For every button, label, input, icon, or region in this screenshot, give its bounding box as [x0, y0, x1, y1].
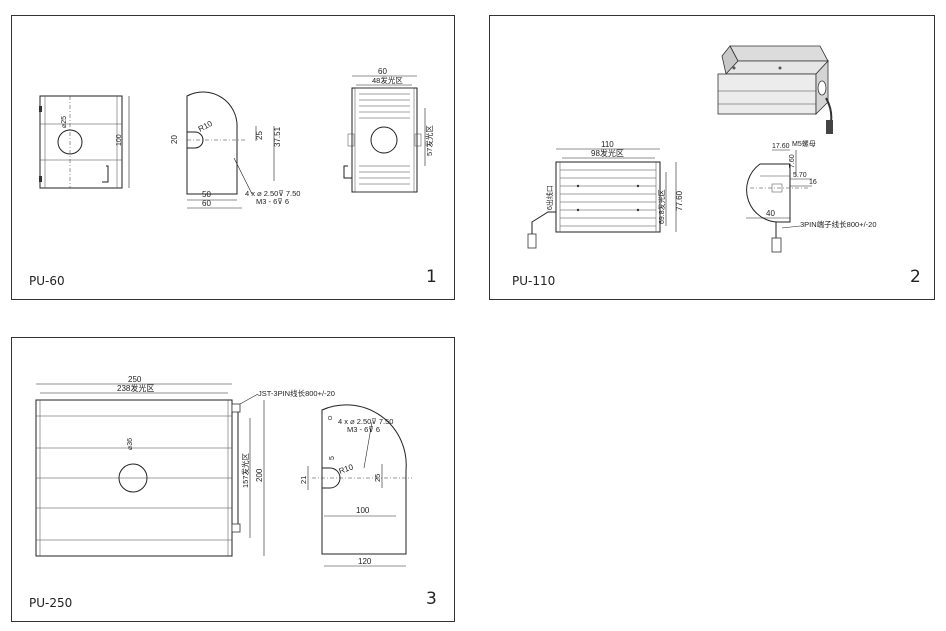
pu250-cable-length: JST-3PIN线长800+/-20 — [258, 388, 335, 398]
pu110-cable-length: 3PIN端子线长800+/-20 — [800, 219, 877, 229]
panel-number-3: 3 — [426, 589, 437, 609]
pu60-base-outer: 60 — [202, 199, 211, 208]
pu60-profile-height: 37.51 — [273, 126, 282, 147]
pu60-radius: R10 — [197, 119, 215, 134]
pu60-emit-width: 48发光区 — [372, 75, 403, 85]
pu250-hole-dia: ⌀36 — [127, 438, 134, 450]
drawing-panel-pu110: 110 98发光区 6出线口 69.8发光区 77.60 — [489, 15, 935, 300]
pu60-base-inner: 50 — [202, 190, 211, 199]
model-label-pu250: PU-250 — [29, 596, 73, 610]
pu250-slot-height: 21 — [299, 476, 308, 484]
pu250-side-view: 4 x ⌀ 2.50⊽ 7.50 M3 - 6⊽ 6 21 R10 5 25 1… — [299, 404, 412, 567]
drawing-panel-pu60: 100 ⌀25 R10 20 25 37.51 50 60 4 x ⌀ 2.50… — [11, 15, 455, 300]
pu110-dim-17-60: 17.60 — [772, 143, 790, 150]
pu60-top-view: 60 48发光区 57发光区 — [343, 67, 434, 193]
pu250-width: 250 — [128, 375, 142, 384]
pu60-slot-height: 20 — [170, 135, 179, 144]
pu60-screw-spec-2: M3 - 6⊽ 6 — [256, 197, 289, 206]
pu60-top-width: 60 — [378, 67, 387, 76]
pu60-front-view: R10 20 25 37.51 50 60 4 x ⌀ 2.50⊽ 7.50 M… — [170, 91, 300, 209]
pu110-front-view: 110 98发光区 6出线口 69.8发光区 77.60 — [527, 140, 684, 249]
pu250-base-inner: 100 — [356, 506, 370, 515]
model-label-pu60: PU-60 — [29, 274, 65, 288]
pu250-hole-offset: 25 — [373, 474, 382, 482]
panel-number-2: 2 — [910, 267, 921, 287]
pu60-side-height: 100 — [116, 134, 123, 146]
pu250-drawing: 250 238发光区 ⌀36 JST-3PIN线长800+/-20 157发光区… — [35, 375, 412, 567]
pu250-small-dim: 5 — [329, 456, 336, 460]
pu60-screw-spec-1: 4 x ⌀ 2.50⊽ 7.50 — [245, 189, 300, 198]
pu250-screw-spec-2: M3 - 6⊽ 6 — [347, 425, 380, 434]
pu250-base-outer: 120 — [358, 557, 372, 566]
panel-number-1: 1 — [426, 267, 437, 287]
pu110-dim-40: 40 — [766, 209, 775, 218]
pu110-perspective-view — [717, 45, 833, 134]
pu250-emit-height: 157发光区 — [240, 452, 250, 488]
pu110-cable-outlet: 6出线口 — [545, 185, 554, 210]
pu250-height: 200 — [255, 468, 264, 482]
pu110-width: 110 — [601, 140, 614, 149]
pu110-nut: M5螺母 — [792, 139, 816, 148]
pu60-side-view: 100 ⌀25 — [39, 95, 130, 189]
pu250-emit-width: 238发光区 — [117, 383, 154, 393]
pu60-hole-dia: ⌀25 — [61, 116, 68, 128]
pu110-drawing: 110 98发光区 6出线口 69.8发光区 77.60 — [527, 45, 877, 253]
pu110-dim-7-60: 7.60 — [789, 154, 796, 168]
pu250-front-view: 250 238发光区 ⌀36 JST-3PIN线长800+/-20 157发光区… — [35, 375, 335, 557]
pu110-dim-5-70: 5.70 — [793, 172, 807, 179]
pu60-drawing: 100 ⌀25 R10 20 25 37.51 50 60 4 x ⌀ 2.50… — [39, 67, 434, 209]
pu110-emit-width: 98发光区 — [591, 148, 624, 158]
pu110-side-view: 17.60 M5螺母 7.60 5.70 16 40 3PIN端子线长800+/… — [746, 139, 877, 253]
drawing-panel-pu250: 250 238发光区 ⌀36 JST-3PIN线长800+/-20 157发光区… — [11, 337, 455, 622]
pu60-hole-offset: 25 — [255, 131, 264, 140]
pu250-radius: R10 — [338, 462, 355, 476]
pu110-emit-height: 69.8发光区 — [657, 189, 666, 224]
pu110-dim-16: 16 — [809, 179, 817, 186]
model-label-pu110: PU-110 — [512, 274, 556, 288]
pu60-emit-height: 57发光区 — [424, 125, 434, 156]
pu250-screw-spec-1: 4 x ⌀ 2.50⊽ 7.50 — [338, 417, 393, 426]
pu110-height: 77.60 — [675, 190, 684, 211]
